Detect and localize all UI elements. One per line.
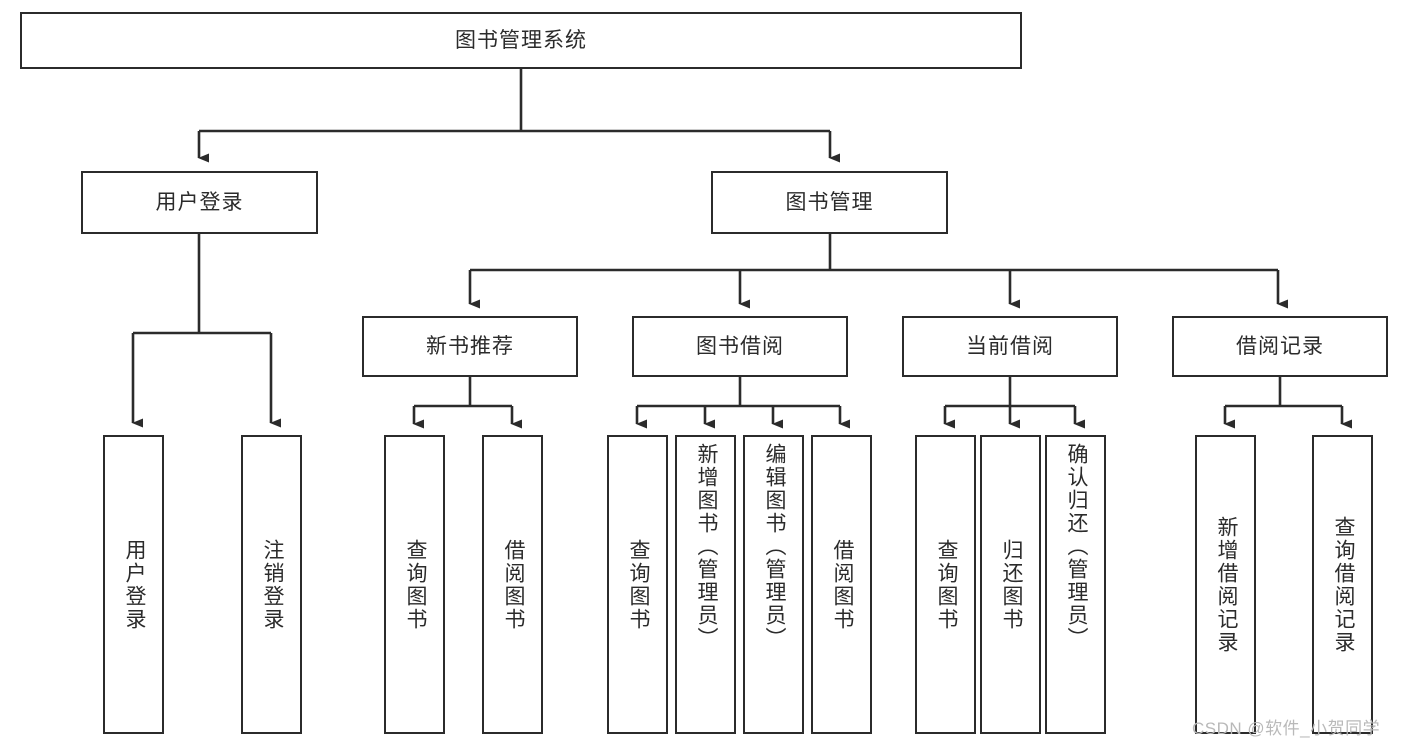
- node-label: 查询图书: [403, 538, 427, 631]
- node-label: 图书借阅: [696, 334, 784, 358]
- node-borrow-record[interactable]: 借阅记录: [1172, 316, 1388, 377]
- leaf-current-borrow-confirm-return-admin[interactable]: 确认归还（管理员）: [1045, 435, 1106, 734]
- node-book-borrow[interactable]: 图书借阅: [632, 316, 848, 377]
- leaf-user-login-logout[interactable]: 注销登录: [241, 435, 302, 734]
- node-book-management[interactable]: 图书管理: [711, 171, 948, 234]
- node-label: 编辑图书（管理员）: [762, 443, 786, 650]
- leaf-book-borrow-edit-book-admin[interactable]: 编辑图书（管理员）: [743, 435, 804, 734]
- node-label: 确认归还（管理员）: [1064, 443, 1088, 650]
- leaf-new-book-query-book[interactable]: 查询图书: [384, 435, 445, 734]
- node-label: 借阅记录: [1236, 334, 1324, 358]
- node-new-book-recommend[interactable]: 新书推荐: [362, 316, 578, 377]
- node-label: 新增图书（管理员）: [694, 443, 718, 650]
- node-label: 用户登录: [155, 190, 244, 214]
- leaf-book-borrow-add-book-admin[interactable]: 新增图书（管理员）: [675, 435, 736, 734]
- node-label: 归还图书: [999, 538, 1023, 631]
- leaf-current-borrow-query-book[interactable]: 查询图书: [915, 435, 976, 734]
- node-user-login[interactable]: 用户登录: [81, 171, 318, 234]
- leaf-borrow-record-query-record[interactable]: 查询借阅记录: [1312, 435, 1373, 734]
- leaf-user-login-login[interactable]: 用户登录: [103, 435, 164, 734]
- node-label: 注销登录: [260, 538, 284, 631]
- leaf-current-borrow-return-book[interactable]: 归还图书: [980, 435, 1041, 734]
- leaf-borrow-record-add-record[interactable]: 新增借阅记录: [1195, 435, 1256, 734]
- node-label: 借阅图书: [830, 538, 854, 631]
- node-label: 用户登录: [122, 538, 146, 631]
- node-label: 查询借阅记录: [1331, 515, 1355, 654]
- leaf-new-book-borrow-book[interactable]: 借阅图书: [482, 435, 543, 734]
- node-label: 图书管理: [785, 190, 874, 214]
- node-root-library-management-system[interactable]: 图书管理系统: [20, 12, 1022, 69]
- node-label: 新增借阅记录: [1214, 515, 1238, 654]
- node-label: 借阅图书: [501, 538, 525, 631]
- node-label: 查询图书: [626, 538, 650, 631]
- node-current-borrow[interactable]: 当前借阅: [902, 316, 1118, 377]
- leaf-book-borrow-query-book[interactable]: 查询图书: [607, 435, 668, 734]
- leaf-book-borrow-borrow-book[interactable]: 借阅图书: [811, 435, 872, 734]
- watermark-text: CSDN @软件_小贺同学: [1192, 719, 1381, 738]
- node-label: 查询图书: [934, 538, 958, 631]
- node-label: 新书推荐: [426, 334, 514, 358]
- node-label: 图书管理系统: [455, 28, 587, 52]
- node-label: 当前借阅: [966, 334, 1054, 358]
